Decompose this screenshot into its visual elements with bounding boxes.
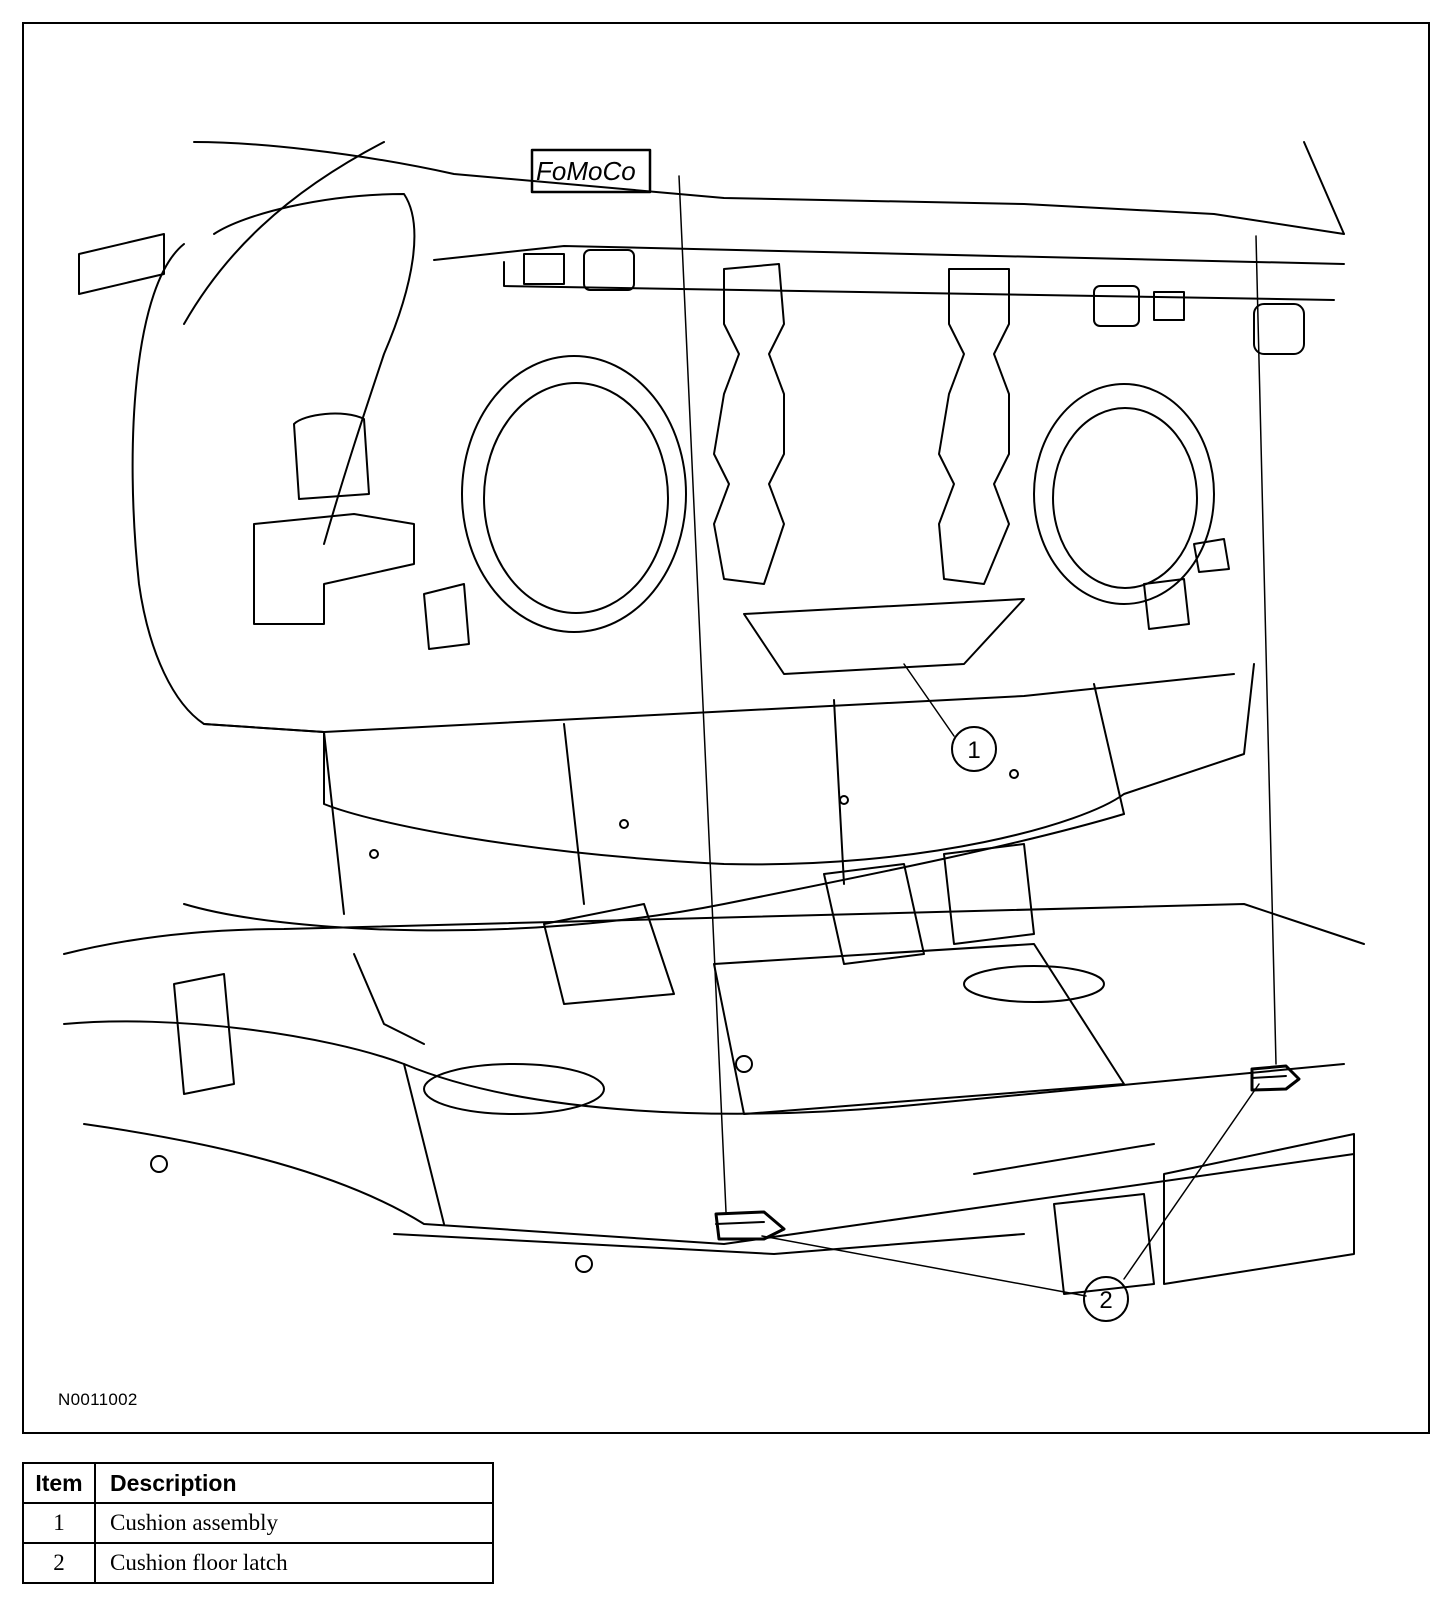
seat-cushion-illustration: FoMoCo 1 2 [63, 141, 1365, 1322]
table-row: 2 Cushion floor latch [22, 1542, 494, 1584]
table-row: 1 Cushion assembly [22, 1502, 494, 1544]
callout-1: 1 [967, 737, 980, 764]
floor-pan [63, 903, 1365, 955]
legend-header-row: Item Description [22, 1462, 494, 1504]
figure-frame: FoMoCo 1 2 N0011002 [22, 22, 1430, 1434]
cushion-lower-wrap [203, 663, 1255, 866]
right-ring-inner [1052, 407, 1198, 589]
right-floor-latch [1250, 1064, 1301, 1092]
legend-item-description: Cushion floor latch [94, 1542, 494, 1584]
fomoco-stamp: FoMoCo [536, 156, 636, 186]
legend-item-number: 1 [22, 1502, 96, 1544]
legend-table: Item Description 1 Cushion assembly 2 Cu… [22, 1462, 494, 1584]
cushion-underside-panel [323, 673, 1235, 733]
right-ring-outer [1033, 383, 1215, 605]
cushion-top-outline [193, 141, 1345, 235]
callout-1-circle [951, 726, 997, 772]
legend-header-item: Item [22, 1462, 96, 1504]
callout-2: 2 [1099, 1287, 1112, 1314]
figure-id: N0011002 [58, 1390, 138, 1409]
left-bolster [131, 243, 325, 733]
callout-2-leader-left [761, 1235, 1087, 1297]
legend-header-description: Description [94, 1462, 494, 1504]
legend-item-number: 2 [22, 1542, 96, 1584]
left-ring-outer [461, 355, 687, 633]
callout-1-leader [903, 663, 955, 737]
left-floor-latch [714, 1210, 786, 1241]
callout-2-circle [1083, 1276, 1129, 1322]
callout-2-leader-right [1123, 1083, 1260, 1280]
fomoco-stamp-box [530, 148, 652, 194]
left-ring-inner [483, 382, 669, 614]
legend-item-description: Cushion assembly [94, 1502, 494, 1544]
